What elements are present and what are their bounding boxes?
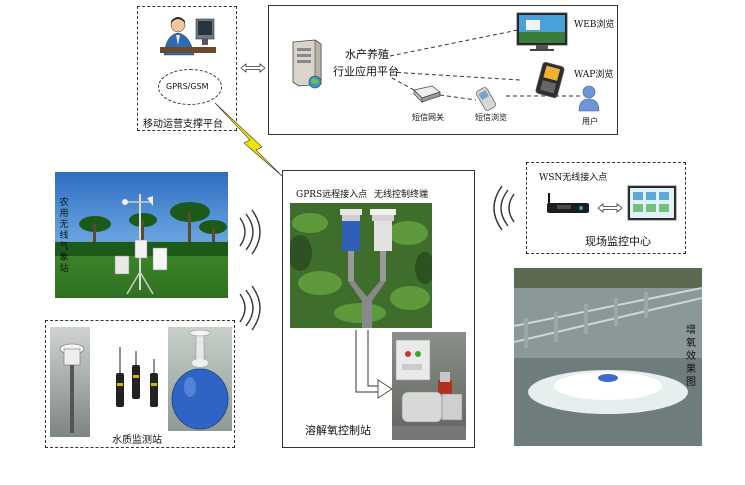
wap-phone-icon	[535, 61, 565, 99]
weather-station-char-4: 气	[59, 242, 69, 252]
weather-station-char-6: 站	[59, 264, 69, 274]
control-cabinet-photo	[392, 332, 466, 440]
web-browse-label: WEB浏览	[574, 20, 615, 30]
water-station-label: 水质监测站	[112, 435, 162, 446]
aeration-char-4: 图	[686, 377, 696, 388]
aeration-char-2: 效	[686, 351, 696, 362]
weather-station-photo: 农 用 无 线 气 象 站	[55, 172, 228, 298]
double-arrow-wsn	[597, 203, 623, 213]
user-label: 用户	[582, 117, 598, 126]
weather-station-char-1: 用	[59, 209, 69, 219]
site-center-label: 现场监控中心	[585, 235, 651, 248]
gprs-gsm-label: GPRS/GSM	[166, 82, 209, 91]
wireless-terminal-label: 无线控制终端	[374, 190, 429, 200]
industry-platform-line2: 行业应用平台	[333, 65, 399, 78]
double-arrow-platforms	[240, 63, 266, 73]
server-icon	[292, 39, 322, 89]
mobile-platform-label: 移动运营支撑平台	[143, 119, 223, 130]
sms-gateway-label: 短信网关	[412, 113, 444, 122]
water-station-box: 水质监测站	[45, 320, 235, 448]
water-probes-icon	[116, 347, 158, 407]
do-control-label: 溶解氧控制站	[305, 424, 371, 437]
industry-platform-box	[268, 5, 618, 135]
sms-gateway-icon	[413, 85, 441, 103]
industry-platform-line1: 水产养殖	[345, 48, 389, 61]
weather-station-char-2: 无	[59, 220, 69, 230]
wireless-signal-icon-1	[239, 209, 261, 255]
web-monitor-icon	[516, 12, 568, 51]
aeration-char-3: 果	[686, 364, 696, 375]
gprs-access-label: GPRS远程接入点	[296, 190, 368, 200]
wsn-device-icon	[547, 193, 589, 213]
water-buoy-photo	[168, 327, 232, 431]
sms-browse-label: 短信浏览	[475, 113, 507, 122]
water-sensor-photo	[50, 327, 90, 437]
weather-station-char-3: 线	[59, 231, 69, 241]
operator-icon	[160, 17, 216, 56]
site-center-box: WSN无线接入点 现场监控中心	[526, 162, 686, 254]
aeration-char-1: 氧	[686, 338, 696, 349]
wireless-signal-icon-3	[493, 185, 515, 231]
user-icon	[578, 85, 600, 112]
wireless-signal-icon-2	[239, 285, 261, 331]
site-monitor-icon	[627, 185, 677, 221]
weather-station-char-0: 农	[59, 198, 69, 208]
wap-browse-label: WAP浏览	[574, 70, 614, 80]
aeration-photo: 增 氧 效 果 图	[514, 268, 702, 446]
gprs-gsm-ellipse	[158, 69, 222, 105]
wsn-access-label: WSN无线接入点	[539, 173, 608, 183]
terminal-photo	[290, 203, 432, 328]
mobile-platform-box: GPRS/GSM 移动运营支撑平台	[137, 6, 237, 131]
control-station-box	[282, 170, 475, 448]
sms-phone-icon	[476, 87, 496, 111]
aeration-char-0: 增	[686, 325, 696, 336]
weather-station-char-5: 象	[59, 253, 69, 263]
